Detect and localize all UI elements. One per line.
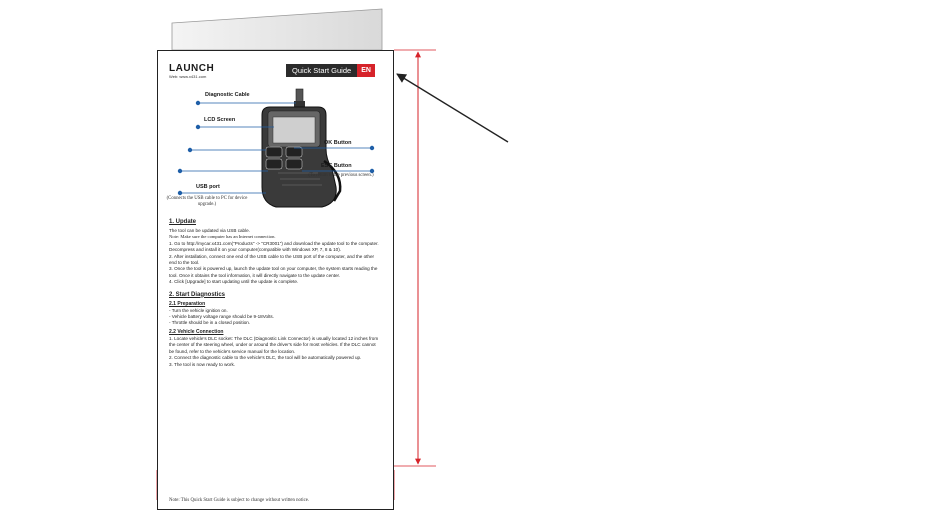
pointer-arrow (396, 73, 509, 143)
esc-button-graphic (285, 158, 303, 170)
diagnostics-heading: 2. Start Diagnostics (169, 291, 226, 298)
update-step: 2. After installation, connect one end o… (169, 253, 375, 266)
down-button-graphic (265, 158, 283, 170)
diagnostics-section: 2. Start Diagnostics 2.1 Preparation - T… (169, 291, 381, 368)
preparation-item: - Throttle should be in a closed positio… (169, 320, 251, 326)
lcd-screen-graphic (272, 116, 316, 144)
brand-logo: LAUNCH (169, 63, 215, 74)
update-note: Note: Make sure the computer has an Inte… (169, 234, 276, 240)
update-step: 1. Go to http://mycar.x431.com("Products… (169, 240, 379, 253)
update-step: 3. Once the tool is powered up, launch t… (169, 266, 378, 278)
device-grip (323, 159, 342, 202)
language-badge: EN (357, 64, 375, 77)
folded-flap (171, 8, 383, 51)
footer-note: Note: This Quick Start Guide is subject … (169, 498, 310, 503)
update-step: 4. Click [Upgrade] to start updating unt… (169, 279, 299, 285)
up-button-graphic (265, 146, 283, 158)
guide-page: LAUNCH Web: www.x431.com Quick Start Gui… (157, 50, 394, 510)
connection-step: 2. Connect the diagnostic cable to the v… (169, 355, 362, 361)
connection-step: 1. Locate vehicle's DLC socket: The DLC … (169, 335, 379, 354)
guide-body: 1. Update The tool can be updated via US… (169, 218, 381, 373)
preparation-heading: 2.1 Preparation (169, 300, 206, 307)
callout-lines (177, 100, 375, 196)
callout-diagnostic-cable: Diagnostic Cable (205, 92, 250, 98)
esc-note: (To return to the previous screen.) (308, 173, 374, 178)
callout-lcd-screen: LCD Screen (204, 117, 236, 123)
cable-base (294, 101, 305, 107)
ok-button-graphic (285, 146, 303, 158)
preparation-item: - Vehicle battery voltage range should b… (169, 314, 274, 320)
connection-step: 3. The tool is now ready to work. (169, 361, 236, 367)
update-heading: 1. Update (169, 219, 197, 225)
guide-title: Quick Start Guide (286, 64, 358, 77)
preparation-item: - Turn the vehicle ignition on. (169, 307, 228, 313)
update-section: 1. Update The tool can be updated via US… (169, 218, 381, 286)
usb-note: (Connects the USB cable to PC for device… (166, 196, 248, 207)
device-illustration (177, 88, 375, 208)
website-text: Web: www.x431.com (169, 74, 207, 79)
callout-esc-button: ESC Button (321, 163, 352, 169)
update-intro: The tool can be updated via USB cable. (169, 228, 250, 233)
callout-ok-button: OK Button (324, 140, 352, 146)
title-badge: Quick Start Guide EN (286, 64, 375, 77)
callout-usb-port: USB port (196, 184, 220, 190)
connection-heading: 2.2 Vehicle Connection (169, 328, 224, 335)
